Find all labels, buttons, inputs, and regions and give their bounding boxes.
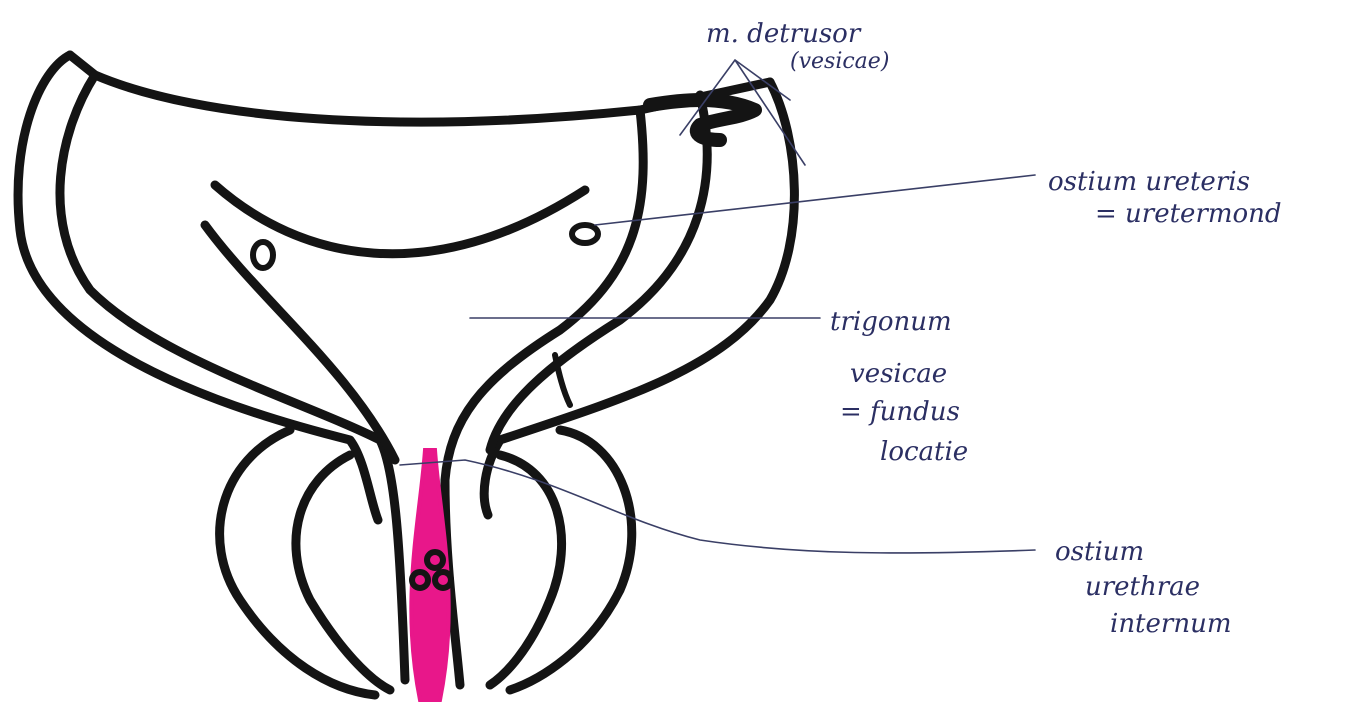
ureteric-orifice-right <box>572 225 598 243</box>
detrusor-shading <box>650 100 755 140</box>
label-trigonum-line2: vesicae <box>850 359 947 389</box>
leader-ostium-urethrae <box>400 460 1035 553</box>
ureteric-orifice-left <box>253 242 273 268</box>
bladder-inner-wall-right-2 <box>490 95 707 450</box>
label-ostium-urethrae-line2: urethrae <box>1085 572 1200 602</box>
pelvic-floor-right-inner <box>490 455 562 685</box>
label-trigonum-line3: = fundus <box>840 397 960 427</box>
label-ostium-ureteris-line2: = uretermond <box>1095 199 1282 229</box>
label-ostium-ureteris-line1: ostium ureteris <box>1048 167 1250 197</box>
bladder-rim <box>70 55 770 122</box>
pelvic-floor-left-inner <box>296 455 390 690</box>
label-trigonum-line4: locatie <box>880 437 968 467</box>
label-detrusor-line2: (vesicae) <box>790 49 889 74</box>
label-ostium-urethrae-line1: ostium <box>1055 537 1144 567</box>
label-ostium-urethrae-line3: internum <box>1110 609 1231 639</box>
leader-ostium-ureteris <box>595 175 1035 225</box>
label-detrusor-line1: m. detrusor <box>706 19 862 49</box>
label-trigonum-line1: trigonum <box>830 307 952 337</box>
